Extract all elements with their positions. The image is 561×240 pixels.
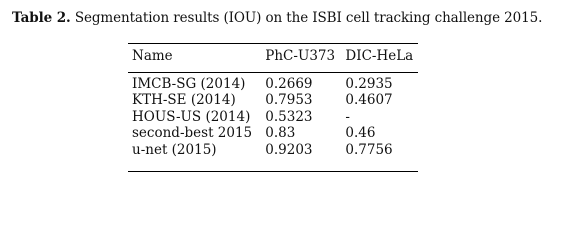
row-name: HOUS-US (2014) [132,108,251,125]
header-dic-hela: DIC-HeLa [345,48,414,64]
table-header-rule [128,72,418,73]
row-phc-value: 0.7953 [265,92,313,108]
row-dic-value: 0.46 [345,125,376,141]
row-name: IMCB-SG (2014) [132,75,246,92]
table-row: HOUS-US (2014) 0.5323 - [128,109,418,126]
table-header-row: Name PhC-U373 DIC-HeLa [128,43,418,71]
row-phc-value: 0.2669 [265,75,313,92]
row-dic-value: - [345,108,350,125]
row-phc-value-best: 0.9203 [265,141,313,158]
caption-label: Table 2. [12,10,71,26]
table-row: KTH-SE (2014) 0.7953 0.4607 [128,92,418,109]
row-dic-value: 0.2935 [345,75,393,92]
table-caption: Table 2. Segmentation results (IOU) on t… [12,10,542,26]
caption-text: Segmentation results (IOU) on the ISBI c… [70,10,543,26]
header-name: Name [132,48,173,64]
results-table: Name PhC-U373 DIC-HeLa IMCB-SG (2014) 0.… [128,43,418,158]
row-dic-value: 0.4607 [345,92,393,108]
table-bottom-rule [128,171,418,172]
table-row: second-best 2015 0.83 0.46 [128,125,418,142]
table-row: u-net (2015) 0.9203 0.7756 [128,142,418,159]
row-dic-value-best: 0.7756 [345,141,393,158]
row-name: u-net (2015) [132,141,217,158]
row-name: KTH-SE (2014) [132,92,236,108]
row-name: second-best 2015 [132,125,253,141]
row-phc-value: 0.5323 [265,108,313,125]
table-top-rule [128,43,418,44]
table-row: IMCB-SG (2014) 0.2669 0.2935 [128,71,418,93]
header-phc-u373: PhC-U373 [265,48,336,64]
row-phc-value: 0.83 [265,125,296,141]
